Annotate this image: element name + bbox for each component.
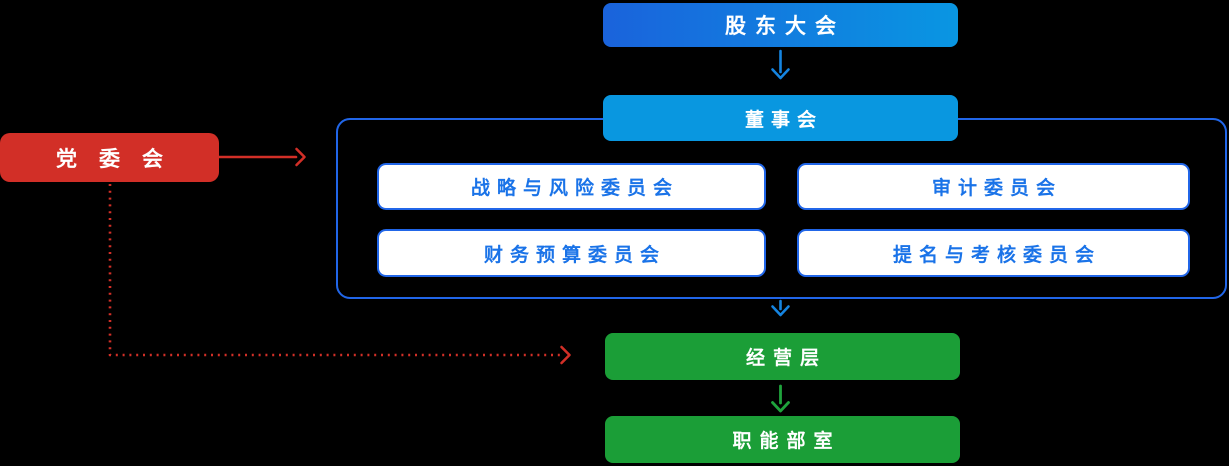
arrow-shareholders-to-board [771, 49, 790, 80]
node-committee-strategy-risk: 战略与风险委员会 [377, 163, 766, 210]
node-committee-financial-budget-label: 财务预算委员会 [483, 244, 666, 266]
node-committee-audit: 审计委员会 [797, 163, 1190, 210]
node-board-of-directors-label: 董事会 [744, 109, 823, 131]
node-functional-departments: 职能部室 [605, 416, 960, 463]
node-committee-audit-label: 审计委员会 [931, 178, 1062, 199]
node-committee-financial-budget: 财务预算委员会 [377, 229, 766, 277]
node-management-level-label: 经营层 [745, 348, 827, 369]
node-committee-nomination-assessment-label: 提名与考核委员会 [892, 244, 1101, 266]
node-committee-strategy-risk-label: 战略与风险委员会 [470, 178, 679, 199]
node-committee-nomination-assessment: 提名与考核委员会 [797, 229, 1190, 277]
arrow-board-to-management [771, 299, 790, 317]
node-party-committee: 党委会 [0, 133, 219, 182]
node-management-level: 经营层 [605, 333, 960, 380]
arrow-management-to-departments [771, 384, 790, 413]
node-shareholders-meeting-label: 股东大会 [725, 15, 845, 38]
node-party-committee-label: 党委会 [56, 147, 185, 171]
node-functional-departments-label: 职能部室 [732, 431, 841, 452]
node-shareholders-meeting: 股东大会 [603, 3, 958, 47]
arrow-party-to-board-container [217, 147, 306, 167]
node-board-of-directors: 董事会 [603, 95, 958, 141]
